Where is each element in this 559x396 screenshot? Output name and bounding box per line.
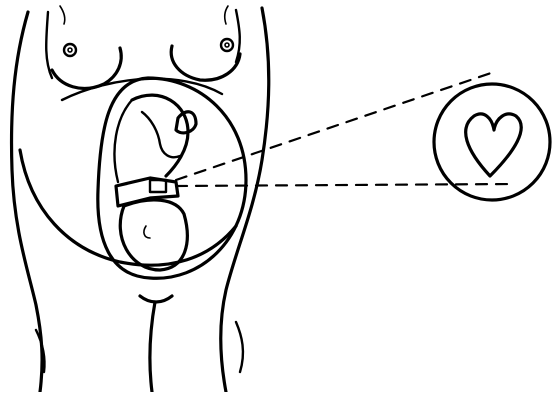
callout-lines: [176, 72, 514, 186]
callout-line-bottom: [176, 184, 514, 186]
fetus-hands: [150, 180, 166, 192]
callout-line-top: [176, 72, 494, 180]
fetus-leg: [142, 112, 180, 157]
fetus-head: [120, 200, 187, 270]
left-nipple-center: [68, 48, 72, 52]
neck-right-line: [225, 6, 228, 24]
breasts: [52, 39, 240, 88]
belly-bottom-curve: [20, 150, 236, 265]
heart-callout: [434, 84, 550, 200]
fetus-ear: [144, 226, 150, 238]
fetus-back: [132, 95, 188, 176]
fetus-front: [114, 100, 132, 182]
heart-icon: [466, 114, 522, 176]
neck-left-line: [60, 6, 65, 24]
uterus-outline: [98, 78, 246, 278]
fetus: [114, 95, 196, 270]
right-nipple-center: [225, 43, 229, 47]
pelvis-legs: [36, 296, 243, 392]
right-hand-line: [236, 322, 243, 372]
right-nipple: [221, 39, 233, 51]
inner-thigh-line: [150, 302, 155, 392]
left-nipple: [64, 44, 76, 56]
callout-circle: [434, 84, 550, 200]
left-underarm-line: [46, 12, 52, 78]
